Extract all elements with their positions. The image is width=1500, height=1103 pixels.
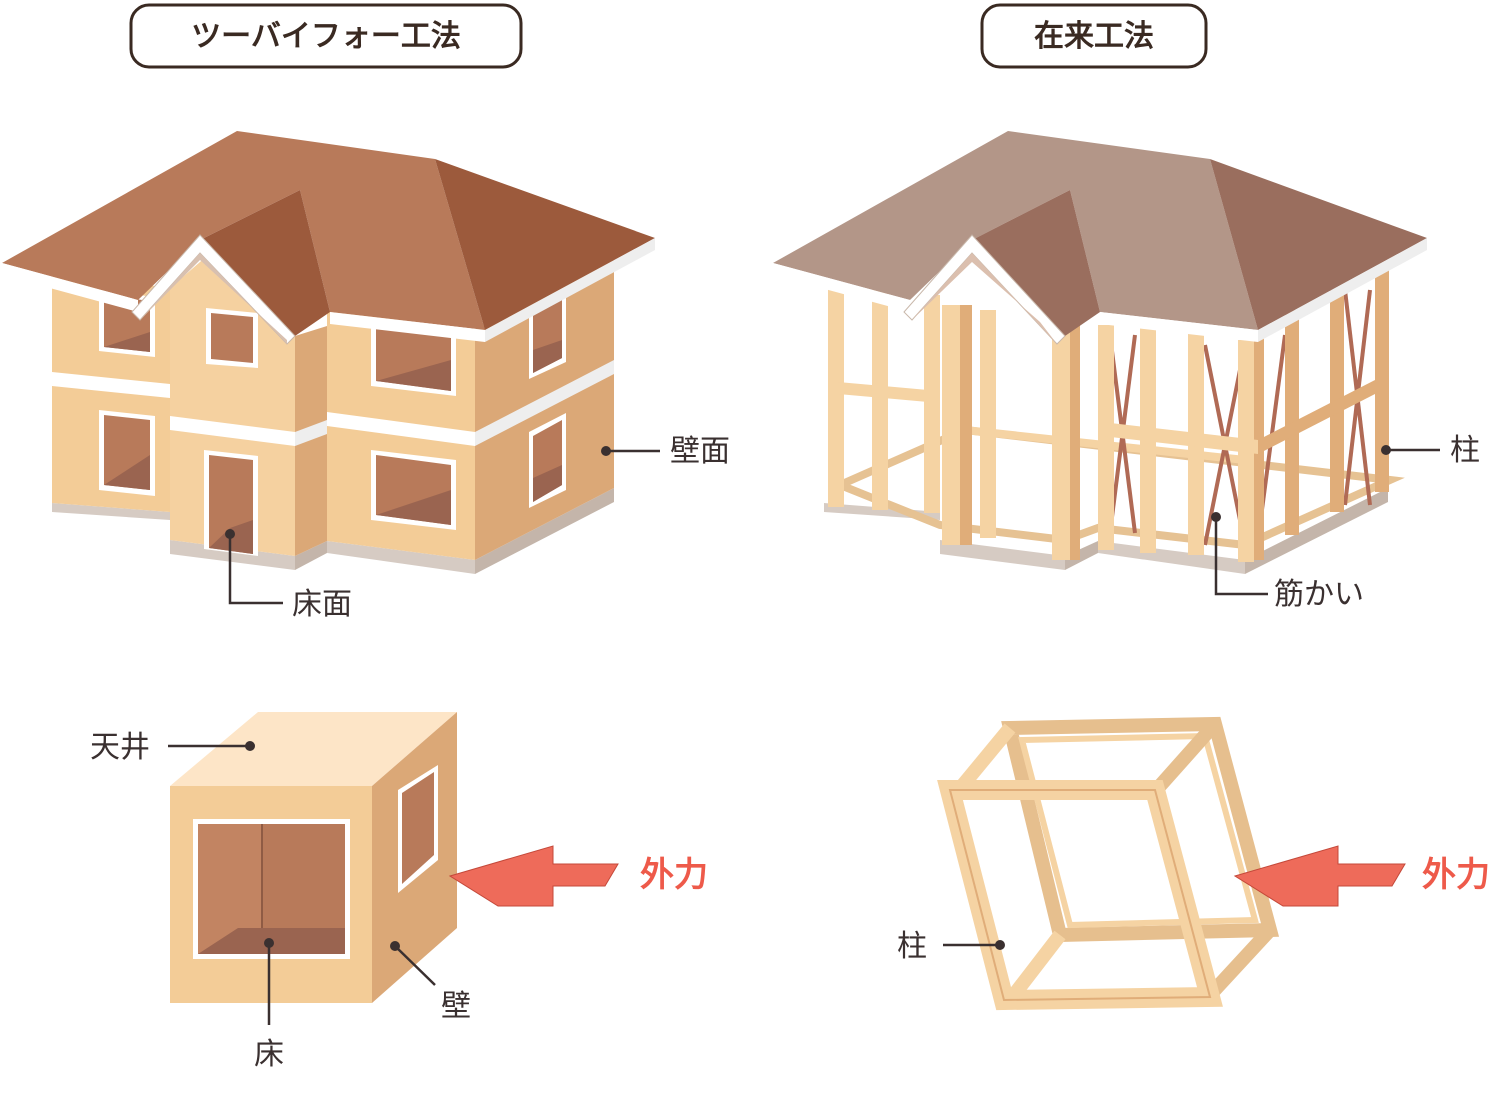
label-external-force-left: 外力 bbox=[640, 855, 708, 895]
label-wall-surface: 壁面 bbox=[670, 434, 730, 469]
force-arrow-right bbox=[1233, 845, 1406, 907]
label-floor: 床 bbox=[254, 1037, 284, 1072]
title-conventional-text: 在来工法 bbox=[1034, 19, 1154, 54]
window bbox=[371, 322, 456, 396]
frame-box bbox=[937, 716, 1280, 1011]
panel-box bbox=[170, 712, 457, 1003]
window bbox=[529, 291, 566, 379]
title-two-by-four-text: ツーバイフォー工法 bbox=[191, 19, 461, 54]
label-ceiling: 天井 bbox=[90, 730, 150, 765]
title-conventional: 在来工法 bbox=[980, 3, 1208, 69]
posts bbox=[828, 270, 1389, 562]
label-column-top: 柱 bbox=[1450, 433, 1480, 468]
window bbox=[206, 308, 258, 368]
window bbox=[371, 450, 456, 530]
window bbox=[99, 410, 155, 496]
two-by-four-house bbox=[2, 131, 655, 574]
label-column-bottom: 柱 bbox=[897, 929, 927, 964]
label-wall: 壁 bbox=[441, 989, 471, 1024]
label-brace: 筋かい bbox=[1274, 577, 1364, 612]
title-two-by-four: ツーバイフォー工法 bbox=[129, 3, 523, 69]
conventional-house bbox=[773, 131, 1427, 574]
force-arrow-left bbox=[448, 845, 619, 907]
window bbox=[529, 413, 566, 508]
label-external-force-right: 外力 bbox=[1422, 855, 1490, 895]
label-floor-surface: 床面 bbox=[292, 587, 352, 622]
